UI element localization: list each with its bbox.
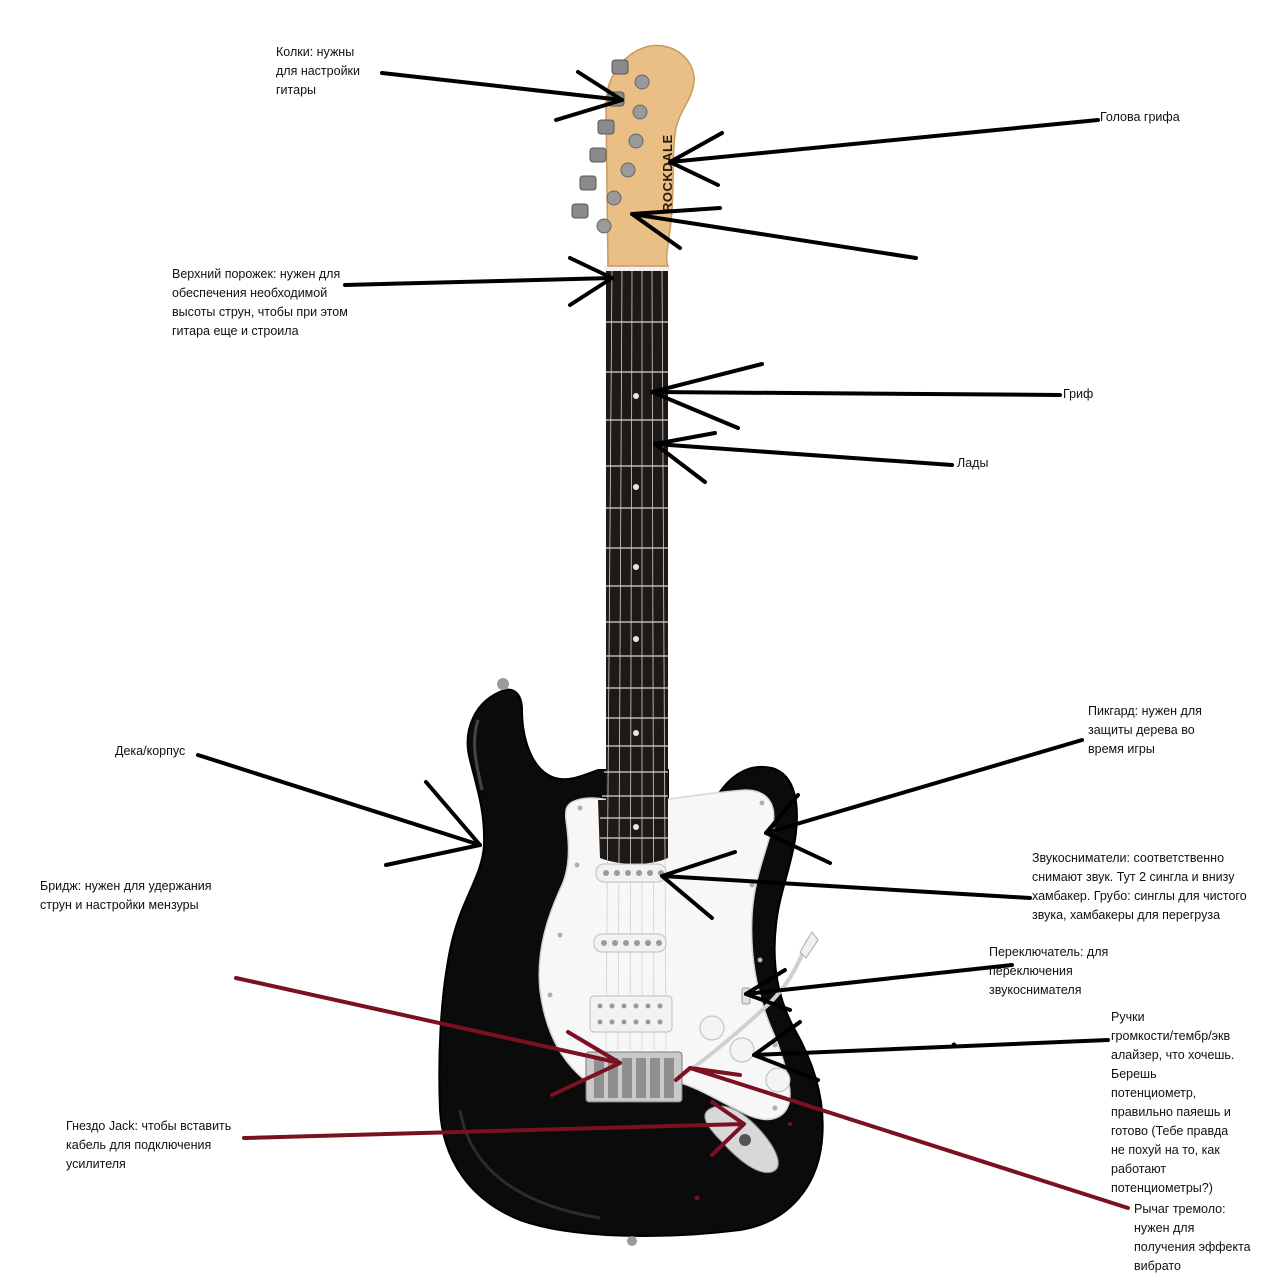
frets <box>600 321 668 839</box>
label-tuners: Колки: нужны для настройки гитары <box>276 45 360 97</box>
pointer-body <box>196 753 482 867</box>
label-jack: Гнездо Jack: чтобы вставить кабель для п… <box>66 1119 232 1171</box>
pointer-tuners <box>380 70 624 122</box>
tuner-bushings <box>596 74 650 234</box>
headstock <box>605 44 695 267</box>
jack-socket <box>739 1134 751 1146</box>
bridge-saddles <box>594 1058 674 1098</box>
fret-markers <box>633 393 639 830</box>
pointer-truss <box>630 206 918 260</box>
tremolo-arm <box>682 939 810 1076</box>
stray-red-dot <box>694 1195 700 1201</box>
stray-red-dot <box>788 1122 792 1126</box>
pointer-nut <box>343 256 614 307</box>
pointer-knobs <box>752 1020 1110 1082</box>
tuner-pegs <box>571 59 629 219</box>
strap-button <box>497 678 509 690</box>
stray-dot <box>951 1042 957 1048</box>
fretboard-end <box>598 800 668 864</box>
tremolo-arm-tip <box>799 931 819 959</box>
label-body: Дека/корпус <box>115 744 186 758</box>
pointer-pickguard <box>764 738 1084 865</box>
body-highlight <box>473 719 484 791</box>
label-neck: Гриф <box>1063 387 1094 401</box>
label-pickups: Звукосниматели: соответственно снимают з… <box>1032 851 1247 922</box>
nut <box>604 266 670 271</box>
pointer-bridge <box>234 976 622 1097</box>
label-knobs: Ручки громкости/тембр/экв алайзер, что х… <box>1111 1010 1235 1195</box>
pointer-neck <box>650 362 1062 430</box>
control-knobs <box>699 1015 791 1093</box>
brand-logo: ROCKDALE <box>660 134 675 212</box>
neck-pickup <box>595 863 667 883</box>
pointer-jack <box>242 1100 746 1157</box>
middle-pickup <box>593 933 667 953</box>
label-pickguard: Пикгард: нужен для защиты дерева во врем… <box>1088 704 1202 756</box>
label-switch: Переключатель: для переключения звукосни… <box>989 945 1109 997</box>
label-headstock: Голова грифа <box>1100 110 1180 124</box>
label-tremolo: Рычаг тремоло: нужен для получения эффек… <box>1134 1202 1251 1273</box>
label-bridge: Бридж: нужен для удержания струн и настр… <box>40 879 212 912</box>
pointer-tremolo <box>674 1066 1130 1210</box>
neck-strings <box>605 267 667 1051</box>
pointer-pickups <box>660 850 1032 920</box>
fretboard <box>606 268 668 858</box>
bottom-strap-button <box>627 1236 637 1246</box>
pointers-red <box>234 976 1130 1210</box>
humbucker-pickup <box>589 995 673 1033</box>
pointer-headstock <box>668 118 1100 187</box>
pointer-switch <box>744 963 1014 1012</box>
pointer-frets <box>653 431 954 484</box>
label-frets: Лады <box>957 456 989 470</box>
pointers-black <box>196 70 1110 1082</box>
label-nut: Верхний порожек: нужен для обеспечения н… <box>172 267 348 338</box>
